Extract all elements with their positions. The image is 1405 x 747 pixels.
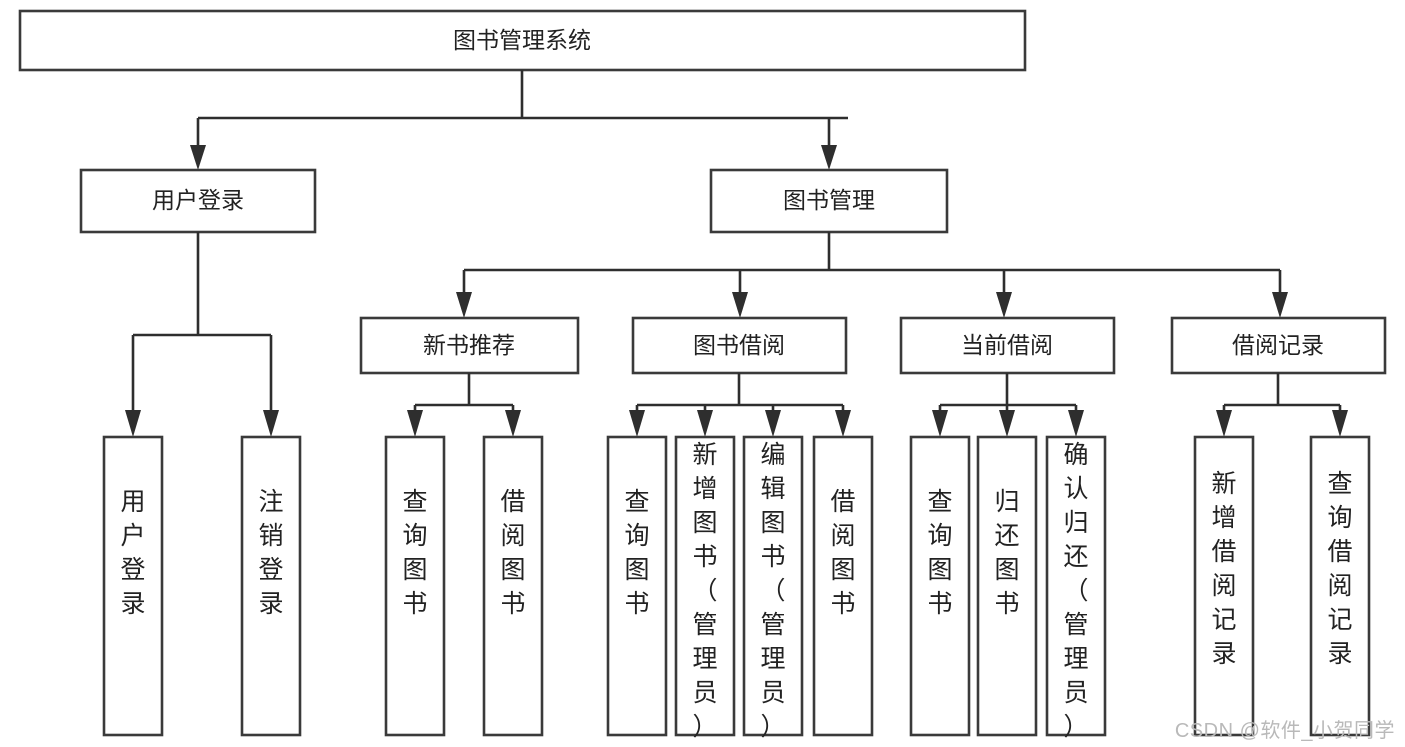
- arrow-head-icon: [456, 292, 472, 318]
- node-current-borrow[interactable]: 当前借阅: [899, 316, 1116, 375]
- book-borrow-label: 图书借阅: [693, 332, 785, 358]
- leaf-label: 归还图书: [994, 488, 1019, 618]
- node-book-borrow[interactable]: 图书借阅: [631, 316, 848, 375]
- leaf-add-book-admin[interactable]: 新增图书（管理员）: [674, 435, 736, 741]
- leaf-label: 注销登录: [258, 488, 283, 618]
- book-management-label: 图书管理: [783, 187, 875, 213]
- connector-user-login-to-leaves: [125, 232, 279, 437]
- leaf-label: 用户登录: [120, 488, 145, 618]
- leaf-label: 借阅图书: [830, 488, 855, 618]
- leaf-box: [909, 435, 971, 737]
- leaf-query-book-borrow[interactable]: 查询图书: [606, 435, 668, 737]
- user-login-box: [79, 168, 317, 234]
- arrow-head-icon: [263, 410, 279, 437]
- leaf-confirm-return-admin[interactable]: 确认归还（管理员）: [1045, 435, 1107, 741]
- arrow-head-icon: [125, 410, 141, 437]
- leaf-return-book[interactable]: 归还图书: [976, 435, 1038, 737]
- connector-borrow-record-to-leaves: [1216, 373, 1348, 437]
- leaf-label: 查询借阅记录: [1327, 470, 1352, 668]
- node-new-book-recommend[interactable]: 新书推荐: [359, 316, 580, 375]
- connector-root-to-level2: [190, 70, 848, 170]
- node-borrow-record[interactable]: 借阅记录: [1170, 316, 1387, 375]
- arrow-head-icon: [407, 410, 423, 437]
- borrow-record-label: 借阅记录: [1232, 332, 1324, 358]
- arrow-head-icon: [1216, 410, 1232, 437]
- arrow-head-icon: [505, 410, 521, 437]
- root-label: 图书管理系统: [453, 27, 591, 53]
- current-borrow-box: [899, 316, 1116, 375]
- leaf-box: [742, 435, 804, 737]
- leaf-box: [482, 435, 544, 737]
- leaf-box: [102, 435, 164, 737]
- arrow-head-icon: [697, 410, 713, 437]
- root-box: [18, 9, 1027, 72]
- node-root[interactable]: 图书管理系统: [18, 9, 1027, 72]
- connector-new-book-recommend-to-leaves: [407, 373, 521, 437]
- leaf-box: [674, 435, 736, 737]
- arrow-head-icon: [190, 145, 206, 170]
- leaf-box: [384, 435, 446, 737]
- arrow-head-icon: [932, 410, 948, 437]
- leaf-query-book-current[interactable]: 查询图书: [909, 435, 971, 737]
- leaf-query-borrow-record[interactable]: 查询借阅记录: [1309, 435, 1371, 737]
- leaf-user-login[interactable]: 用户登录: [102, 435, 164, 737]
- current-borrow-label: 当前借阅: [961, 332, 1053, 358]
- leaf-box: [1309, 435, 1371, 737]
- leaf-label: 编辑图书（管理员）: [760, 441, 785, 741]
- arrow-head-icon: [821, 145, 837, 170]
- arrow-head-icon: [1332, 410, 1348, 437]
- user-login-label: 用户登录: [152, 187, 244, 213]
- arrow-head-icon: [629, 410, 645, 437]
- connector-book-management-to-level3: [456, 232, 1288, 318]
- leaf-box: [606, 435, 668, 737]
- leaf-add-borrow-record[interactable]: 新增借阅记录: [1193, 435, 1255, 737]
- node-user-login[interactable]: 用户登录: [79, 168, 317, 234]
- new-book-recommend-box: [359, 316, 580, 375]
- leaf-box: [1045, 435, 1107, 737]
- leaf-box: [1193, 435, 1255, 737]
- node-book-management[interactable]: 图书管理: [709, 168, 949, 234]
- leaf-box: [976, 435, 1038, 737]
- connector-book-borrow-to-leaves: [629, 373, 851, 437]
- leaf-box: [240, 435, 302, 737]
- arrow-head-icon: [835, 410, 851, 437]
- connector-current-borrow-to-leaves: [932, 373, 1084, 437]
- arrow-head-icon: [765, 410, 781, 437]
- new-book-recommend-label: 新书推荐: [423, 332, 515, 358]
- leaf-edit-book-admin[interactable]: 编辑图书（管理员）: [742, 435, 804, 741]
- arrow-head-icon: [732, 292, 748, 318]
- leaf-query-book-recommend[interactable]: 查询图书: [384, 435, 446, 737]
- leaf-box: [812, 435, 874, 737]
- arrow-head-icon: [1272, 292, 1288, 318]
- leaf-label: 查询图书: [927, 488, 952, 618]
- leaf-label: 查询图书: [402, 488, 427, 618]
- leaf-label: 新增借阅记录: [1211, 470, 1236, 668]
- leaf-label: 查询图书: [624, 488, 649, 618]
- leaf-borrow-book-recommend[interactable]: 借阅图书: [482, 435, 544, 737]
- arrow-head-icon: [996, 292, 1012, 318]
- leaf-label: 新增图书（管理员）: [692, 441, 717, 741]
- arrow-head-icon: [1068, 410, 1084, 437]
- leaf-label: 确认归还（管理员）: [1063, 441, 1088, 741]
- arrow-head-icon: [999, 410, 1015, 437]
- leaf-label: 借阅图书: [500, 488, 525, 618]
- leaf-logout[interactable]: 注销登录: [240, 435, 302, 737]
- leaf-borrow-book[interactable]: 借阅图书: [812, 435, 874, 737]
